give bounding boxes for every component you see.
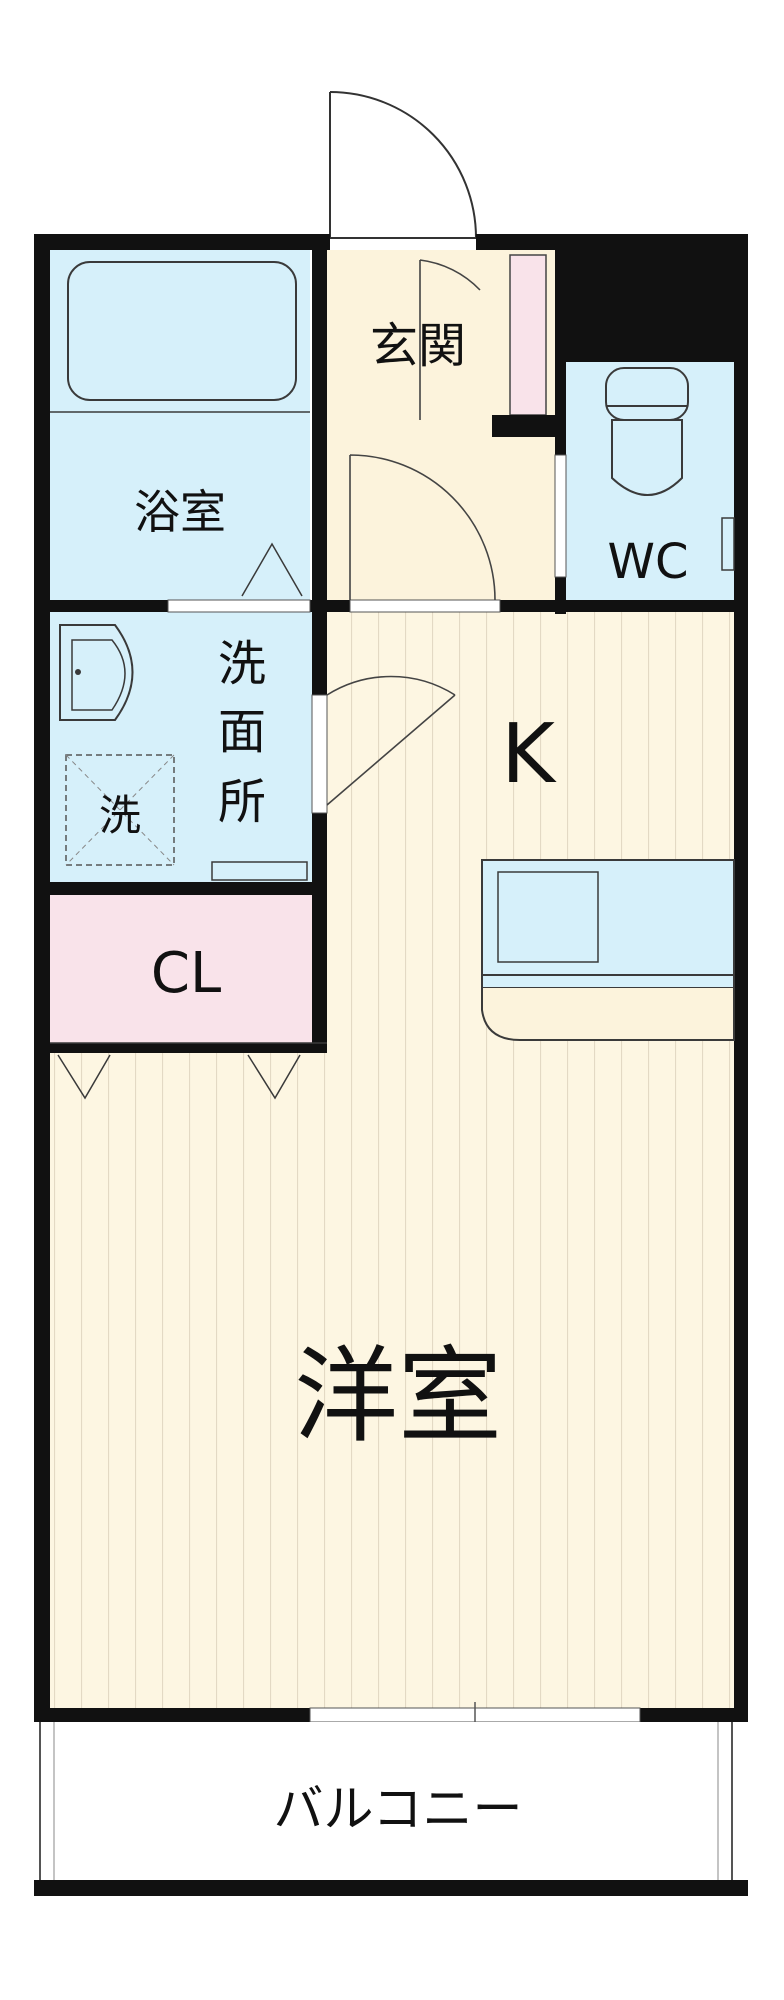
washer-space: [65, 754, 175, 866]
door-swings: [326, 259, 496, 806]
closet-label: CL: [151, 941, 221, 1006]
washroom-label-1: 洗: [218, 636, 266, 692]
toilet-paper-holder: [721, 517, 735, 571]
wash-basin: [59, 624, 134, 721]
washroom-label-3: 所: [218, 774, 266, 830]
toilet-fixture: [605, 367, 689, 496]
washer-label: 洗: [99, 791, 141, 840]
walls: [34, 234, 748, 1896]
toilet-label: WC: [608, 534, 689, 590]
closet-area: [50, 895, 312, 1043]
entrance-label: 玄関: [370, 318, 466, 374]
balcony-label: バルコニー: [274, 1780, 523, 1838]
bath-door-gap: [167, 599, 311, 613]
bathroom-label: 浴室: [134, 485, 226, 539]
shoe-cabinet: [509, 254, 547, 416]
kitchen-counter: [481, 859, 735, 1041]
main-room-area: [327, 612, 734, 1722]
closet-door-left: [57, 1054, 111, 1100]
washroom-door-gap: [311, 694, 328, 814]
toilet-door-gap: [554, 454, 567, 578]
entrance-door: [329, 91, 477, 239]
western-room-label: 洋室: [294, 1335, 502, 1457]
bathtub: [67, 261, 297, 401]
balcony-area: [40, 1722, 740, 1880]
washroom-label-2: 面: [218, 704, 266, 760]
main-door-gap: [349, 599, 501, 613]
closet-door-right: [247, 1054, 301, 1100]
kitchen-label: K: [501, 707, 557, 802]
bath-vent-icon: [241, 542, 303, 597]
western-room-lower-area: [50, 1043, 327, 1722]
